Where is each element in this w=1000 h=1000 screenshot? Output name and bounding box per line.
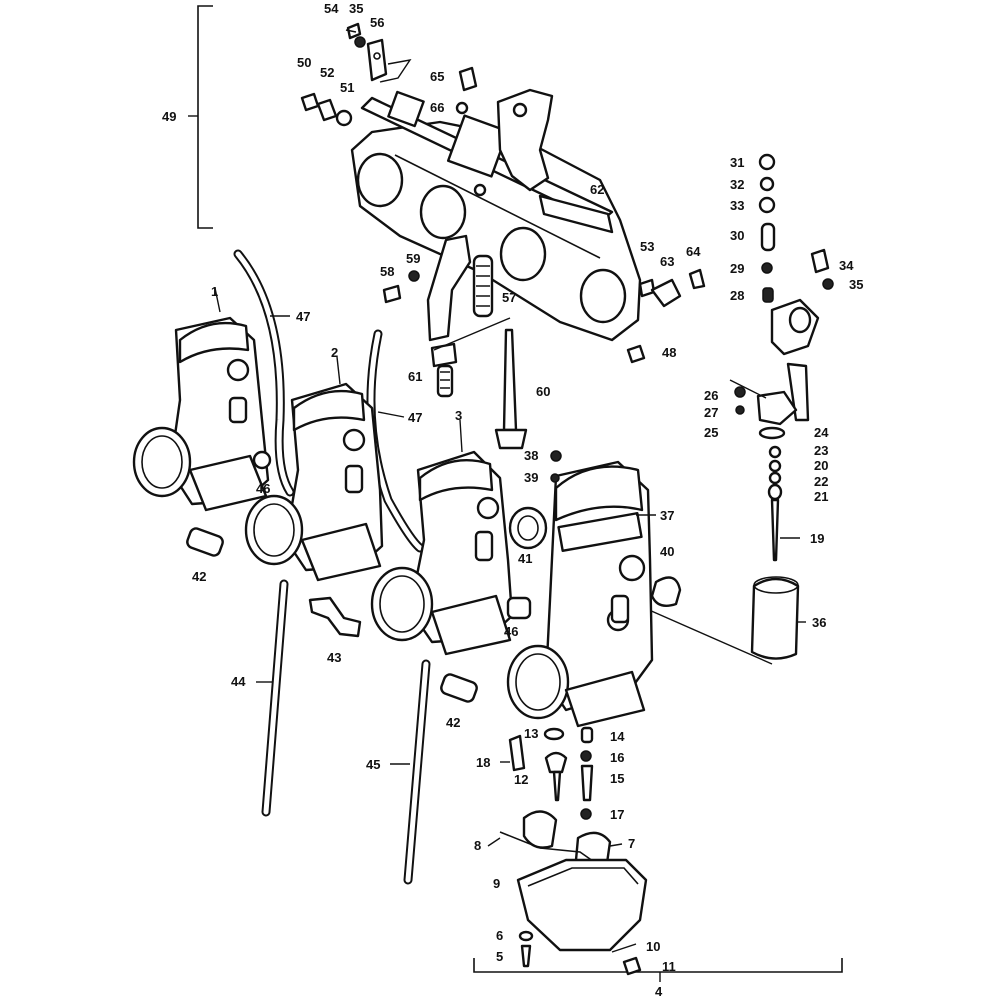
bracket-4 — [473, 958, 843, 982]
callout-13: 13 — [524, 726, 538, 741]
callout-15: 15 — [610, 771, 624, 786]
hoses — [233, 249, 431, 885]
linkage-plate — [350, 88, 642, 342]
callout-7: 7 — [628, 836, 635, 851]
callout-32: 32 — [730, 177, 744, 192]
callout-52: 52 — [320, 65, 334, 80]
callout-24: 24 — [814, 425, 829, 440]
callout-31: 31 — [730, 155, 744, 170]
callout-14: 14 — [610, 729, 625, 744]
callout-20: 20 — [814, 458, 828, 473]
callout-47-right: 47 — [408, 410, 422, 425]
callout-42-right: 42 — [446, 715, 460, 730]
callout-17: 17 — [610, 807, 624, 822]
callout-34: 34 — [839, 258, 854, 273]
callout-16: 16 — [610, 750, 624, 765]
callout-29: 29 — [730, 261, 744, 276]
callout-58: 58 — [380, 264, 394, 279]
callout-11: 11 — [662, 959, 676, 974]
callout-54: 54 — [324, 1, 339, 16]
callout-30: 30 — [730, 228, 744, 243]
callout-46-right: 46 — [504, 624, 518, 639]
callout-28: 28 — [730, 288, 744, 303]
callout-6: 6 — [496, 928, 503, 943]
callout-50: 50 — [297, 55, 311, 70]
needle-parts — [639, 153, 834, 665]
carburetor-body-2 — [244, 382, 384, 582]
callout-45: 45 — [366, 757, 380, 772]
callout-1: 1 — [211, 284, 218, 299]
carb-accessories — [186, 450, 682, 703]
callout-38: 38 — [524, 448, 538, 463]
hardware-top — [300, 22, 706, 364]
callout-64: 64 — [686, 244, 701, 259]
callout-46-left: 46 — [256, 481, 270, 496]
callout-37: 37 — [660, 508, 674, 523]
callout-57: 57 — [502, 290, 516, 305]
callout-53: 53 — [640, 239, 654, 254]
callout-4: 4 — [655, 984, 663, 999]
callout-9: 9 — [493, 876, 500, 891]
callout-40: 40 — [660, 544, 674, 559]
callout-35-top: 35 — [349, 1, 363, 16]
callout-22: 22 — [814, 474, 828, 489]
callout-27: 27 — [704, 405, 718, 420]
callout-43: 43 — [327, 650, 341, 665]
callout-41: 41 — [518, 551, 532, 566]
callout-5: 5 — [496, 949, 503, 964]
float-bowl-assembly — [499, 726, 648, 976]
callout-labels: 1 2 3 4 5 6 7 8 9 10 11 12 13 14 15 16 1… — [162, 1, 863, 999]
callout-2: 2 — [331, 345, 338, 360]
callout-35-right: 35 — [849, 277, 863, 292]
callout-39: 39 — [524, 470, 538, 485]
callout-3: 3 — [455, 408, 462, 423]
callout-65: 65 — [430, 69, 444, 84]
callout-10: 10 — [646, 939, 660, 954]
callout-26: 26 — [704, 388, 718, 403]
carburetor-body-3 — [370, 450, 514, 656]
callout-47-left: 47 — [296, 309, 310, 324]
callout-48: 48 — [662, 345, 676, 360]
callout-63: 63 — [660, 254, 674, 269]
callout-60: 60 — [536, 384, 550, 399]
callout-51: 51 — [340, 80, 354, 95]
callout-19: 19 — [810, 531, 824, 546]
callout-42-left: 42 — [192, 569, 206, 584]
callout-66: 66 — [430, 100, 444, 115]
callout-49: 49 — [162, 109, 176, 124]
callout-21: 21 — [814, 489, 828, 504]
callout-61: 61 — [408, 369, 422, 384]
callout-12: 12 — [514, 772, 528, 787]
spring-bracket — [426, 234, 528, 450]
carburetor-body-4 — [506, 460, 654, 728]
callout-62: 62 — [590, 182, 604, 197]
callout-56: 56 — [370, 15, 384, 30]
callout-8: 8 — [474, 838, 481, 853]
callout-36: 36 — [812, 615, 826, 630]
callout-23: 23 — [814, 443, 828, 458]
callout-33: 33 — [730, 198, 744, 213]
callout-59: 59 — [406, 251, 420, 266]
callout-25: 25 — [704, 425, 718, 440]
bracket-49 — [188, 5, 213, 229]
leader-lines — [214, 287, 806, 847]
carburetor-body-1 — [132, 316, 272, 512]
callout-44: 44 — [231, 674, 246, 689]
callout-18: 18 — [476, 755, 490, 770]
